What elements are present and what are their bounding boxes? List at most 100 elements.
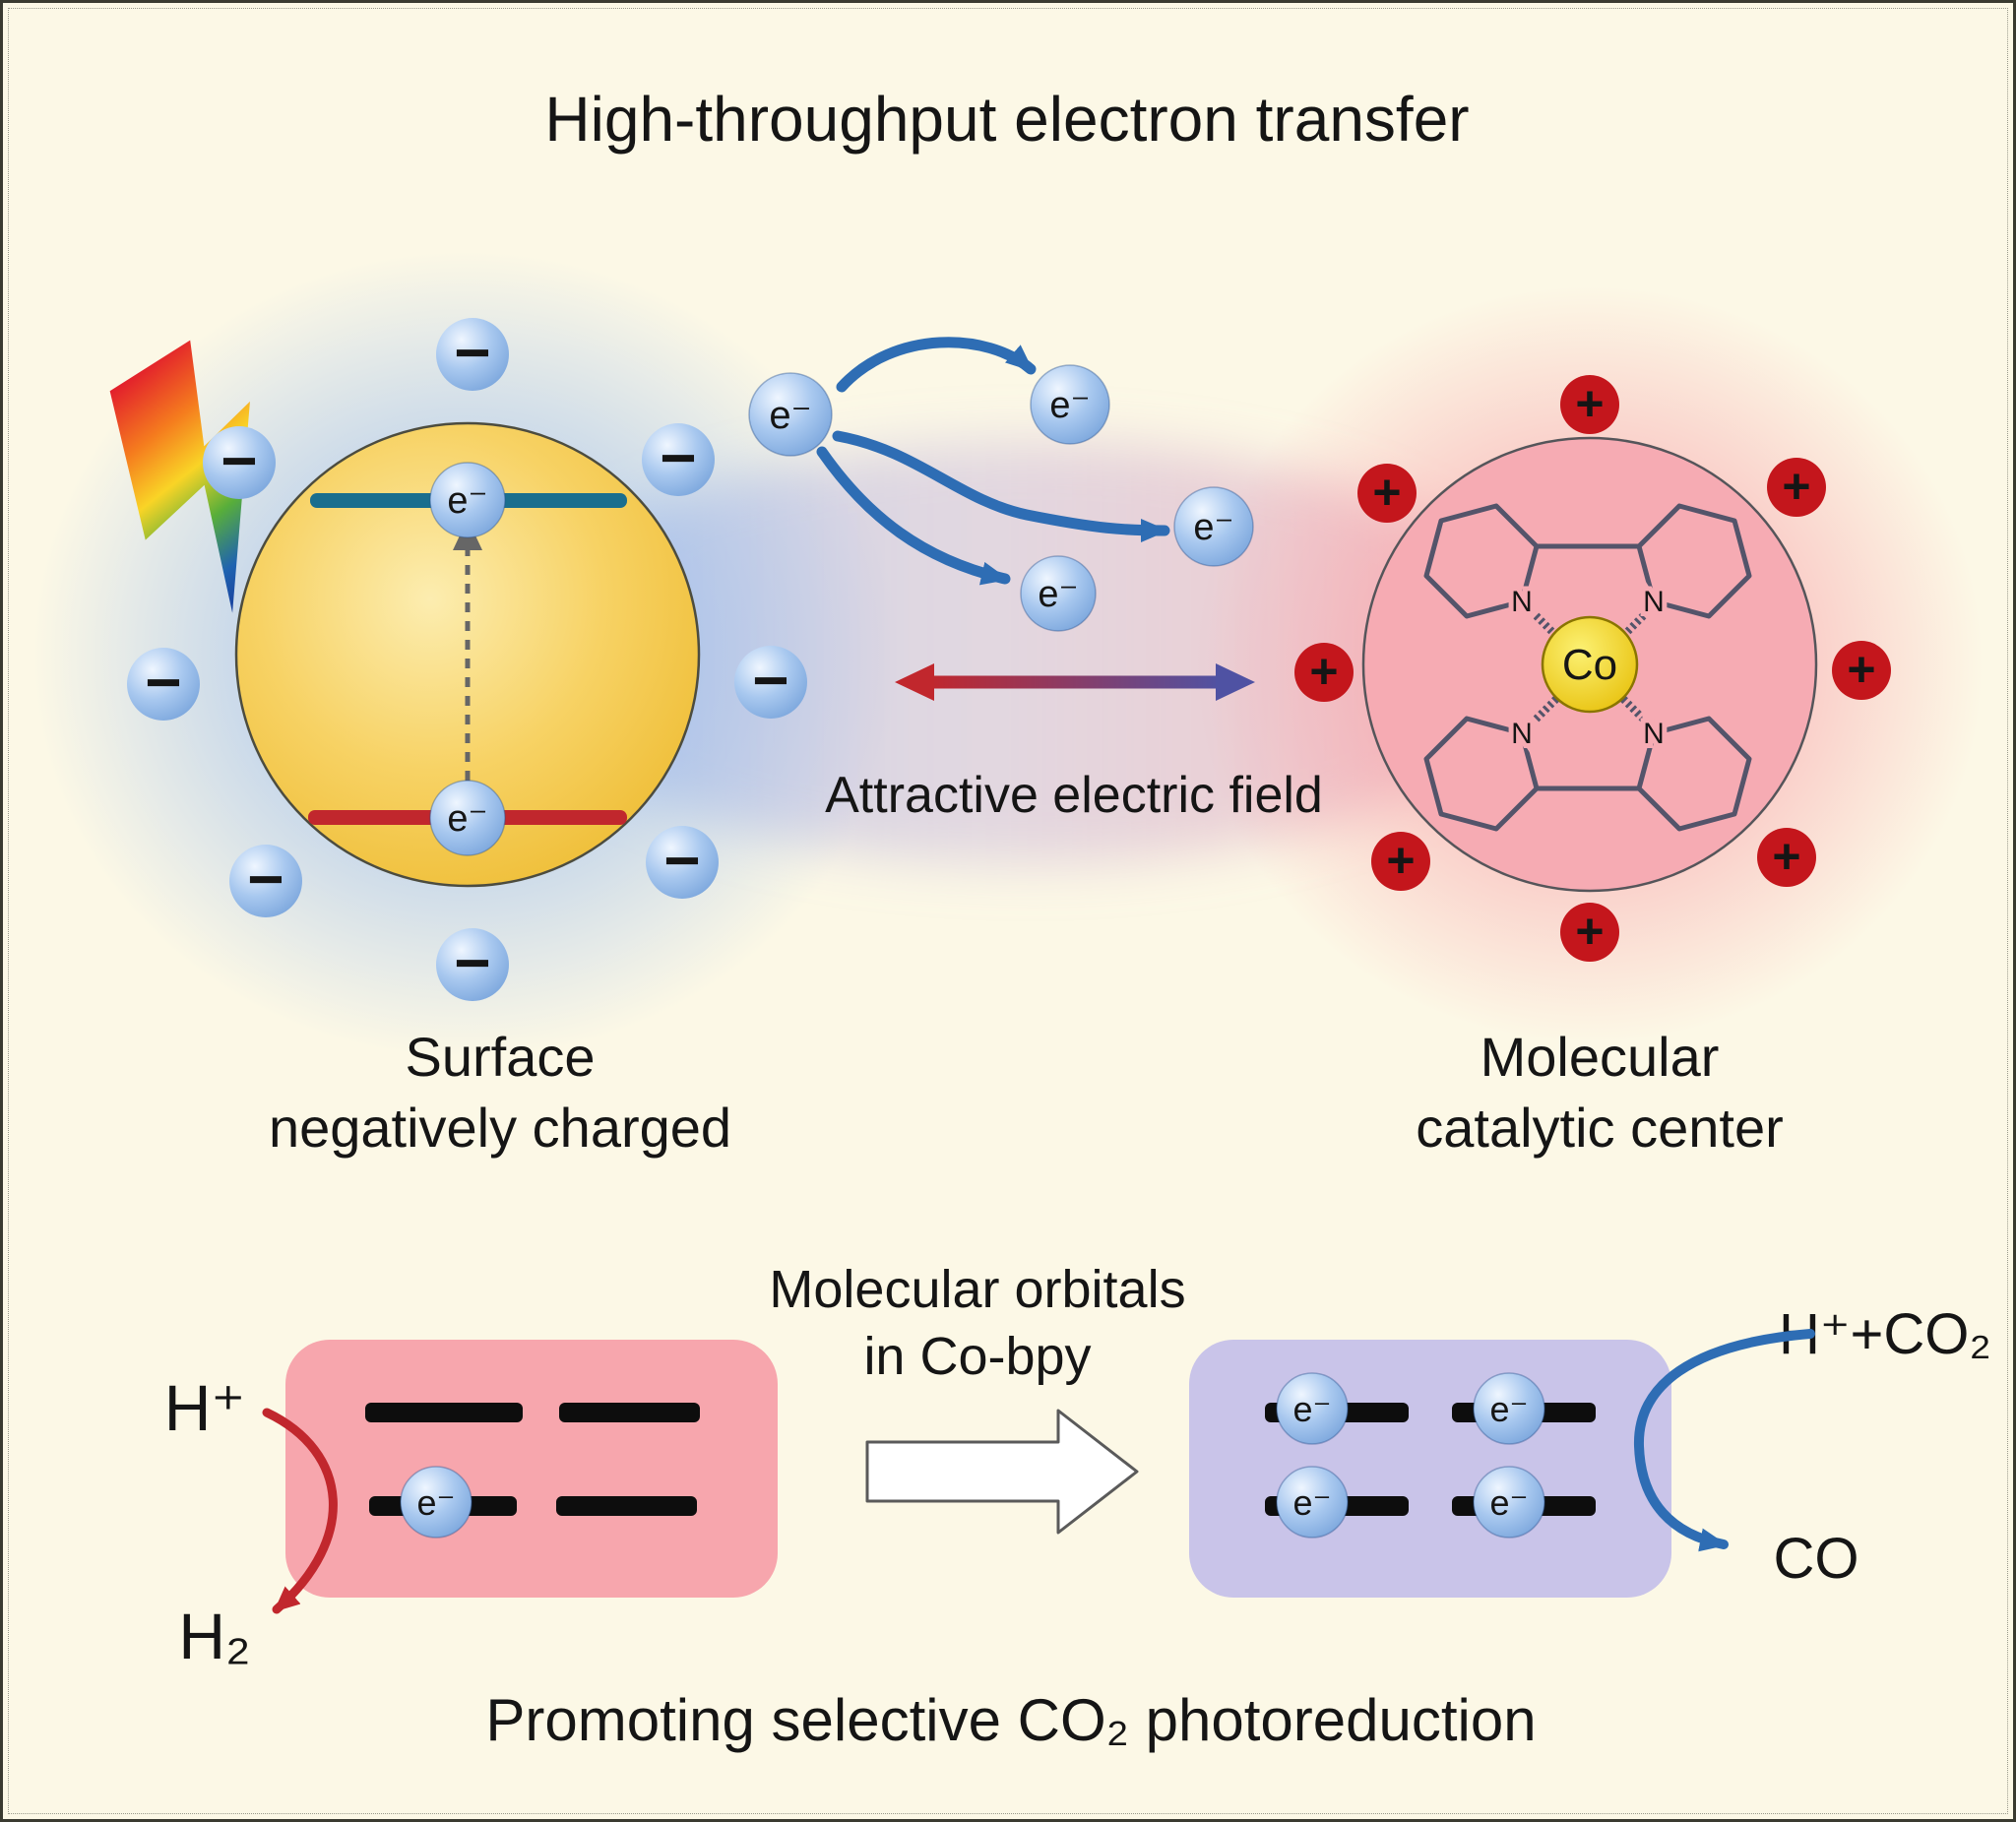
minus-sign: − — [663, 825, 700, 896]
minus-sign: − — [220, 425, 257, 496]
positive-charge-icon — [1357, 464, 1417, 523]
particle-sphere — [234, 421, 701, 888]
minus-sign: − — [454, 317, 490, 388]
positive-charges: + + + + + + + + — [1294, 375, 1891, 962]
catalyst-label-line2: catalytic center — [1416, 1097, 1784, 1159]
electron-icon — [1473, 1466, 1545, 1539]
electron-icon — [429, 462, 506, 538]
electron-label: e⁻ — [1049, 385, 1090, 426]
reaction-arrow-h2 — [262, 1408, 338, 1614]
figure-title: High-throughput electron transfer — [544, 84, 1469, 155]
cobalt-icon — [1541, 615, 1639, 714]
electron-icon — [1030, 364, 1110, 445]
positive-charge-icon — [1294, 643, 1354, 702]
surface-label-line2: negatively charged — [269, 1097, 731, 1159]
orbital-diagram-initial: e⁻ — [285, 1340, 778, 1598]
minus-sign: − — [660, 422, 696, 493]
positive-charge-icon — [1757, 828, 1816, 887]
plus-sign: + — [1847, 642, 1875, 697]
negative-charges: − − − − − − − − — [127, 317, 807, 1001]
positive-charge-icon — [1560, 375, 1619, 434]
electron-transfer-arrow — [836, 337, 1037, 393]
orbital-level — [556, 1496, 697, 1516]
electron-label: e⁻ — [1489, 1389, 1528, 1429]
orbital-level — [559, 1403, 700, 1422]
transformation-arrow — [865, 1409, 1139, 1535]
electron-label: e⁻ — [447, 798, 487, 840]
minus-sign: − — [145, 647, 181, 718]
cobalt-label: Co — [1562, 641, 1617, 689]
electron-icon — [429, 780, 506, 856]
field-arrowhead-right-icon — [1216, 663, 1255, 701]
plus-sign: + — [1386, 833, 1415, 888]
diagram-svg: High-throughput electron transfer e⁻ e⁻ … — [32, 84, 1991, 1753]
negative-charge-icon — [229, 845, 302, 917]
electric-field-arrow — [895, 663, 1255, 701]
nitrogen-label: N — [1643, 718, 1665, 750]
electron-transfer-arrow — [816, 446, 1011, 586]
minus-sign: − — [752, 645, 788, 716]
surface-label-line1: Surface — [406, 1026, 596, 1088]
co-n-bond — [1532, 696, 1559, 723]
electron-icon — [1276, 1466, 1349, 1539]
electron-label: e⁻ — [1489, 1482, 1528, 1523]
positive-charge-icon — [1371, 832, 1430, 891]
molecular-catalyst: N N N N Co — [1361, 436, 1818, 893]
plus-sign: + — [1772, 829, 1800, 884]
field-arrowhead-left-icon — [895, 663, 934, 701]
electron-icon — [1473, 1372, 1545, 1445]
electron-label: e⁻ — [1292, 1389, 1331, 1429]
plus-sign: + — [1309, 644, 1338, 699]
reaction-arrow-co — [1633, 1329, 1815, 1552]
electron-icon — [1173, 486, 1254, 567]
electron-icon — [400, 1466, 472, 1539]
electron-label: e⁻ — [1038, 574, 1078, 615]
co-n-bond — [1620, 696, 1648, 723]
orbitals-caption-line2: in Co-bpy — [863, 1327, 1091, 1386]
co-n-bond — [1532, 611, 1559, 639]
orbital-level — [365, 1403, 523, 1422]
positive-charge-icon — [1767, 458, 1826, 517]
negative-charge-icon — [646, 826, 719, 899]
orbitals-caption-line1: Molecular orbitals — [769, 1260, 1185, 1319]
electron-icon — [1020, 555, 1097, 632]
electron-label: e⁻ — [769, 394, 811, 437]
h-plus-label: H⁺ — [164, 1371, 246, 1444]
nitrogen-label: N — [1643, 586, 1665, 618]
h2-label: H₂ — [178, 1600, 250, 1672]
plus-sign: + — [1372, 465, 1401, 520]
negative-charge-icon — [436, 928, 509, 1001]
co-label: CO — [1774, 1527, 1859, 1591]
nitrogen-label: N — [1511, 718, 1533, 750]
negative-charge-icon — [734, 646, 807, 719]
electron-label: e⁻ — [1193, 507, 1233, 548]
orbital-box-pink — [285, 1340, 778, 1598]
orbital-diagram-final: e⁻ e⁻ e⁻ e⁻ — [1189, 1340, 1671, 1598]
photocatalyst-particle: e⁻ e⁻ — [234, 421, 701, 888]
catalyst-label-line1: Molecular — [1480, 1026, 1720, 1088]
plus-sign: + — [1782, 459, 1810, 514]
plus-sign: + — [1575, 904, 1604, 959]
electron-icon — [1276, 1372, 1349, 1445]
minus-sign: − — [454, 927, 490, 998]
lightning-bolt-icon — [109, 340, 250, 613]
positive-charge-icon — [1560, 903, 1619, 962]
negative-charge-icon — [436, 318, 509, 391]
electron-transfer: e⁻ e⁻ e⁻ e⁻ — [748, 337, 1254, 632]
positive-charge-icon — [1832, 641, 1891, 700]
electron-label: e⁻ — [1292, 1482, 1331, 1523]
electron-transfer-arrow — [832, 430, 1170, 542]
nitrogen-label: N — [1511, 586, 1533, 618]
minus-sign: − — [247, 844, 284, 914]
electron-label: e⁻ — [416, 1482, 455, 1523]
co-n-bond — [1620, 611, 1648, 639]
electron-icon — [748, 372, 833, 457]
plus-sign: + — [1575, 376, 1604, 431]
negative-charge-icon — [642, 423, 715, 496]
orbital-box-purple — [1189, 1340, 1671, 1598]
attractive-field-label: Attractive electric field — [825, 767, 1323, 824]
bottom-caption: Promoting selective CO₂ photoreduction — [485, 1687, 1536, 1753]
negative-charge-icon — [203, 426, 276, 499]
electron-label: e⁻ — [447, 480, 487, 522]
